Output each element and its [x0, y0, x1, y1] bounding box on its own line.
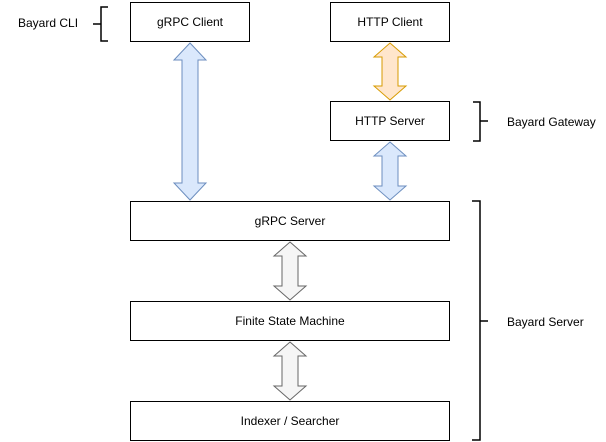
http-server-box: HTTP Server: [330, 101, 450, 141]
arrow-fsm-to-indexer: [272, 341, 308, 401]
arrow-grpc-server-to-fsm: [272, 241, 308, 301]
grpc-server-box: gRPC Server: [130, 201, 450, 241]
group-label-bayard-cli: Bayard CLI: [18, 16, 79, 30]
http-server-label: HTTP Server: [355, 114, 425, 128]
arrow-http-client-to-http-server: [372, 42, 408, 101]
group-label-bayard-server: Bayard Server: [507, 315, 584, 329]
indexer-searcher-label: Indexer / Searcher: [240, 414, 340, 428]
arrow-grpc-client-to-grpc-server: [172, 42, 208, 201]
http-client-box: HTTP Client: [330, 2, 450, 42]
bracket-server: [472, 200, 488, 441]
http-client-label: HTTP Client: [357, 15, 423, 29]
bracket-cli: [93, 6, 108, 42]
fsm-box: Finite State Machine: [130, 301, 450, 341]
bracket-gateway: [473, 101, 488, 142]
grpc-server-label: gRPC Server: [254, 214, 326, 228]
grpc-client-box: gRPC Client: [130, 2, 250, 42]
indexer-searcher-box: Indexer / Searcher: [130, 401, 450, 441]
group-label-bayard-gateway: Bayard Gateway: [507, 115, 596, 129]
grpc-client-label: gRPC Client: [156, 15, 224, 29]
arrow-http-server-to-grpc-server: [372, 141, 408, 201]
fsm-label: Finite State Machine: [235, 314, 345, 328]
